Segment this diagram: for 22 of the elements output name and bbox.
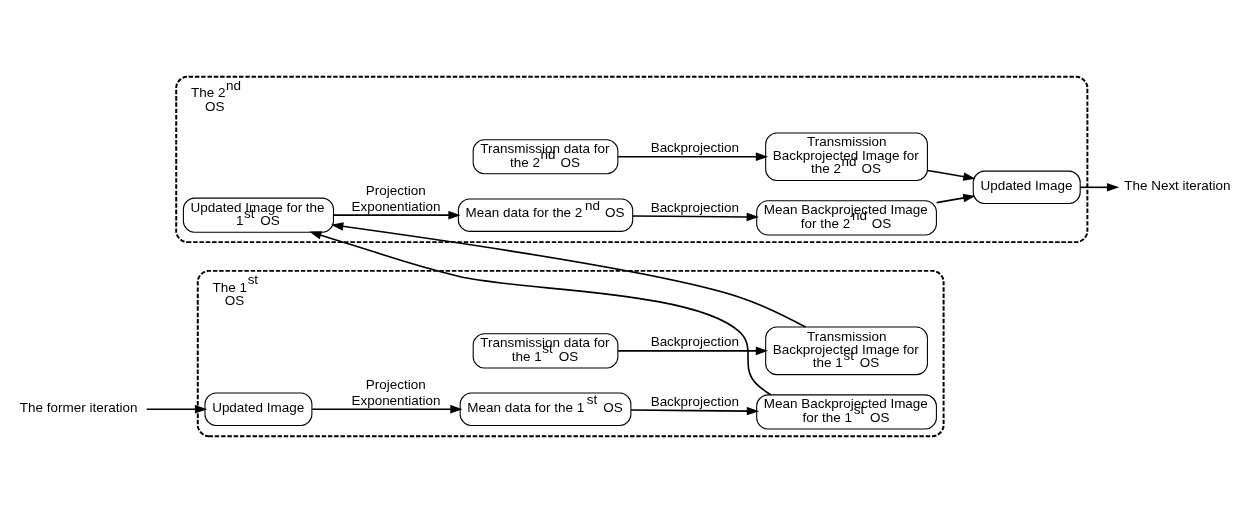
arrow <box>632 212 759 221</box>
arrow <box>617 346 769 355</box>
arrow <box>926 169 976 181</box>
edge-label: Backprojection <box>650 333 739 349</box>
edge-label: Backprojection <box>650 199 739 215</box>
edge-label: Backprojection <box>650 393 739 409</box>
arrow <box>332 210 461 219</box>
arrow <box>331 221 807 328</box>
arrow <box>617 151 769 161</box>
edge-label: Backprojection <box>650 139 739 155</box>
arrow <box>311 404 463 414</box>
arrow <box>145 404 208 414</box>
arrow <box>309 230 772 396</box>
node-text: The former iteration <box>19 399 138 415</box>
node-box: Updated Image <box>204 392 313 426</box>
arrow <box>935 193 976 203</box>
node-text: The Next iteration <box>1124 177 1231 193</box>
edge-label: Projection Exponentiation <box>351 182 441 214</box>
arrow <box>630 406 760 415</box>
node-box: Updated Image <box>972 170 1081 204</box>
arrow <box>1079 182 1120 192</box>
edge-label: Projection Exponentiation <box>351 376 441 408</box>
